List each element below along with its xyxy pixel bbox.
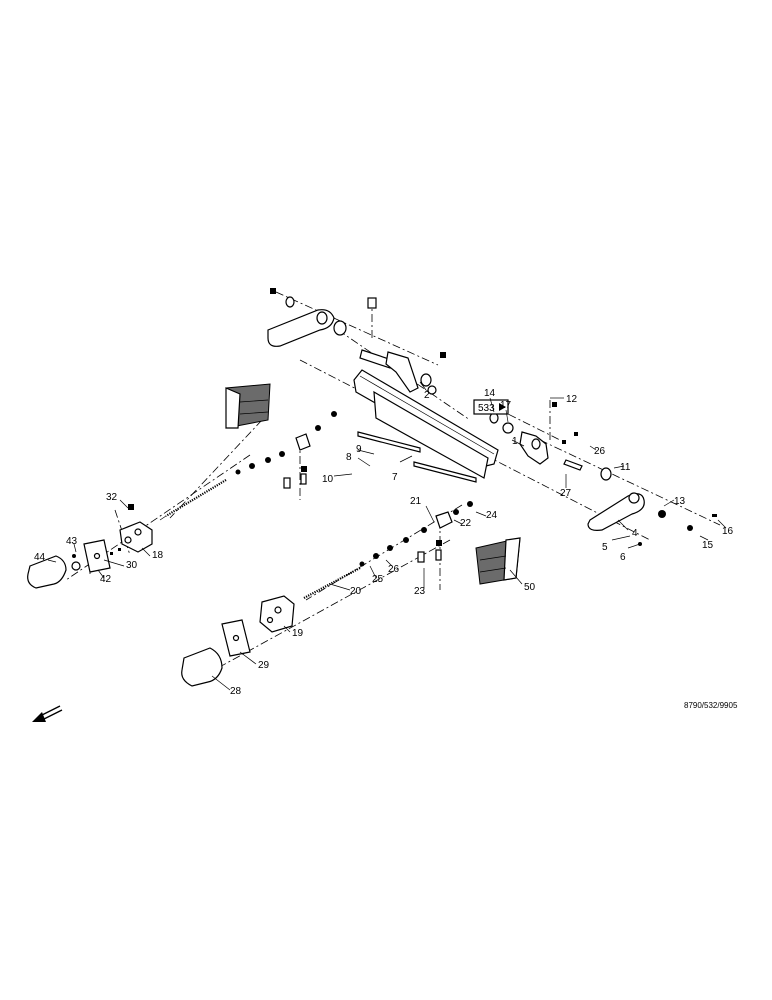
bolt	[270, 288, 276, 294]
bracket-18	[119, 521, 153, 553]
bushing	[316, 311, 328, 325]
callout-label: 5	[602, 542, 608, 553]
callout-label: 44	[34, 552, 46, 563]
grease-fitting	[417, 551, 425, 563]
washer	[285, 296, 295, 308]
left-bracket-group	[27, 504, 153, 589]
washer	[427, 385, 437, 395]
callout-label: 43	[66, 536, 78, 547]
callout-label: 23	[414, 586, 426, 597]
left-shaft-assembly	[159, 411, 337, 521]
pivot-arm-right	[587, 493, 645, 531]
pin	[359, 349, 393, 369]
right-shaft-assembly	[181, 501, 473, 687]
callout-label: 50	[524, 582, 536, 593]
callout-label: 11	[620, 462, 631, 473]
spherical-bearing	[295, 433, 311, 451]
page-reference[interactable]: 533	[473, 399, 509, 415]
callout-label: 15	[702, 540, 714, 551]
callout-label: 4	[632, 528, 638, 539]
right-arm-assembly	[489, 402, 717, 546]
callout-label: 10	[322, 474, 334, 485]
center-lines	[65, 291, 721, 681]
callout-label: 28	[230, 686, 242, 697]
callout-label: 20	[350, 586, 362, 597]
callout-label: 16	[722, 526, 734, 537]
direction-arrow-icon	[32, 705, 63, 722]
grease-fitting	[283, 477, 291, 489]
callout-label: 27	[560, 488, 572, 499]
callout-label: 9	[356, 444, 362, 455]
bearing	[333, 320, 347, 336]
callout-label: 19	[292, 628, 304, 639]
callout-label: 6	[620, 552, 626, 563]
main-beam-assembly	[353, 369, 499, 483]
cap-28	[181, 647, 223, 687]
callout-label: 26	[594, 446, 606, 457]
callout-label: 13	[674, 496, 686, 507]
callout-label: 7	[392, 472, 398, 483]
washer	[420, 373, 432, 387]
link-plate	[385, 351, 419, 393]
callout-label: 30	[126, 560, 138, 571]
spherical-bearing	[435, 511, 453, 529]
callout-label: 29	[258, 660, 270, 671]
callout-label: 12	[566, 394, 578, 405]
grease-nipple	[367, 297, 377, 309]
main-beam	[353, 369, 499, 467]
callout-label: 22	[460, 518, 472, 529]
guard-plate-50	[475, 537, 521, 585]
callout-label: 32	[106, 492, 118, 503]
upper-arm-assembly	[267, 288, 446, 395]
left-guard-plate	[225, 383, 271, 429]
callout-label: 2	[424, 390, 430, 401]
callout-label: 18	[152, 550, 164, 561]
callout-label: 24	[486, 510, 498, 521]
nut	[440, 352, 446, 358]
page-ref-label: 533	[478, 403, 495, 414]
beam-web	[373, 390, 489, 479]
callout-label: 17	[500, 400, 512, 411]
callouts: 1 2 4 5 6 7 8 9 10 11 12 13 14 15 16 17 …	[34, 388, 734, 697]
arrow-right-icon	[499, 403, 506, 411]
callout-label: 21	[410, 496, 422, 507]
leader-lines	[47, 381, 727, 691]
callout-label: 25	[372, 574, 384, 585]
callout-label: 14	[484, 388, 496, 399]
drawing-code: 8790/532/9905	[684, 701, 738, 710]
callout-label: 8	[346, 452, 352, 463]
cap-44	[27, 555, 67, 589]
strip-7	[413, 461, 477, 483]
bracket-19	[259, 595, 295, 633]
callout-label: 1	[512, 436, 518, 447]
strip-9	[357, 431, 421, 453]
callout-label: 42	[100, 574, 112, 585]
callout-label: 26	[388, 564, 400, 575]
